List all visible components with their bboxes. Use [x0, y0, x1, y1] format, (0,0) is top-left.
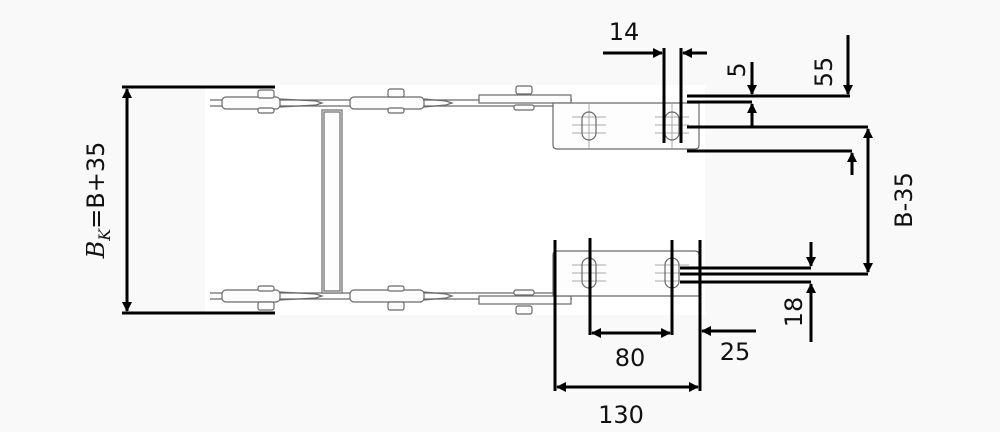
dimension-80	[553, 238, 702, 391]
bracket-bottom	[552, 250, 700, 297]
chain-top-rail	[210, 85, 572, 114]
dimension-18	[680, 242, 868, 342]
bracket-top	[552, 102, 700, 150]
chain-bottom-rail	[210, 285, 572, 315]
dimension-130-label: 130	[598, 401, 644, 429]
dimension-18-label: 18	[780, 297, 808, 328]
bolt-icon	[257, 89, 275, 99]
dimension-5-label: 5	[723, 62, 751, 77]
dimension-80-label: 80	[615, 344, 646, 372]
dimension-14-label: 14	[609, 18, 640, 46]
bolt-icon	[515, 85, 533, 95]
slot-hole-icon	[581, 111, 597, 141]
crossbar	[321, 109, 343, 294]
dimension-55-label: 55	[810, 57, 838, 88]
bolt-icon	[387, 301, 405, 311]
dimension-bk	[122, 85, 275, 315]
bolt-icon	[515, 305, 533, 315]
bolt-icon	[387, 88, 405, 98]
bolt-icon	[257, 301, 275, 311]
dimension-5	[687, 62, 868, 153]
dimension-55	[843, 35, 857, 175]
dimension-14	[603, 48, 707, 143]
dimension-bk-label: BK=B+35	[82, 142, 114, 260]
dimension-b-35-label: B-35	[890, 172, 918, 228]
dimension-25-label: 25	[720, 338, 751, 366]
